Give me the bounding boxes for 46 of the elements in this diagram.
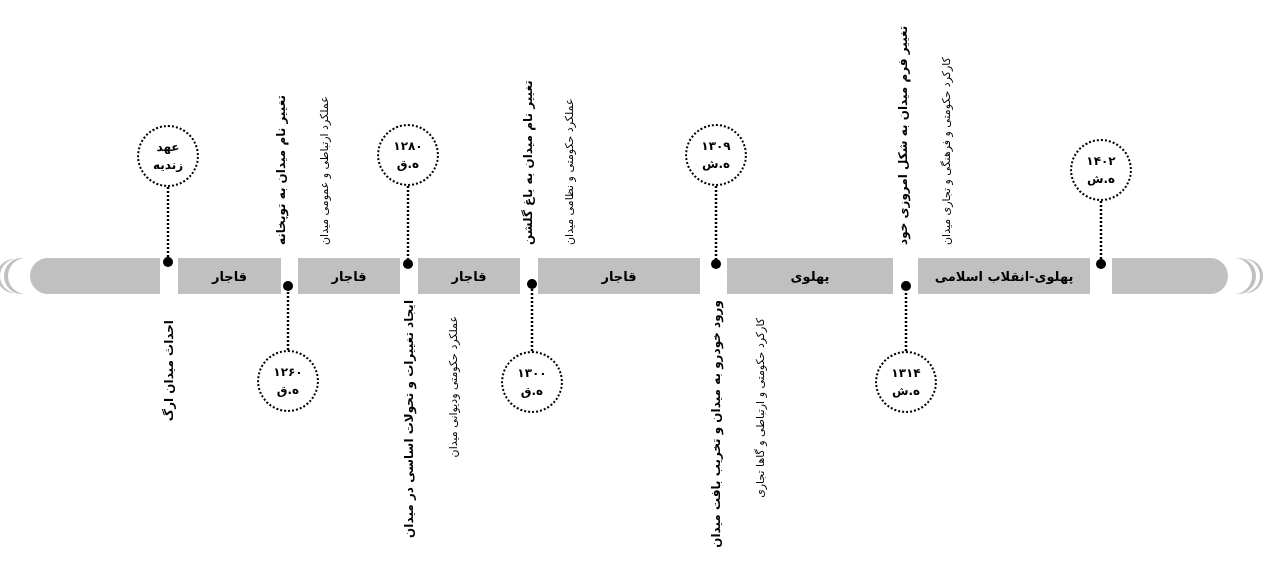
event-label: تغییر فرم میدان به شکل امروزی خود: [895, 25, 912, 245]
function-note: عملکرد حکومتی و نظامی میدان: [562, 98, 577, 245]
period-label: پهلوی: [790, 268, 830, 284]
date-label: ۱۳۱۴ ه.ش: [890, 365, 922, 400]
function-note: عملکرد حکومتی ودیوانی میدان: [446, 316, 461, 458]
period-label: قاجار: [601, 268, 637, 284]
dotted-connector: [166, 187, 170, 257]
timeline-dot: [163, 257, 173, 267]
timeline-dot: [527, 279, 537, 289]
period-label: قاجار: [331, 268, 367, 284]
function-note: کارکرد حکومتی و فرهنگی و تجاری میدان: [939, 57, 954, 245]
period-label: پهلوی-انقلاب اسلامی: [934, 268, 1074, 284]
timeline-dot: [901, 281, 911, 291]
event-label: تغییر نام میدان به باغ گلشن: [520, 80, 537, 245]
event-label: ورود خودرو به میدان و تخریب بافت میدان: [708, 300, 725, 548]
timeline-segment: [30, 258, 160, 294]
timeline-dot: [403, 259, 413, 269]
timeline-segment: [298, 258, 400, 294]
function-note: کارکرد حکومتی و ارتباطی و گاها تجاری: [753, 318, 768, 498]
date-label: ۱۳۰۹ ه.ش: [700, 138, 732, 173]
dotted-connector: [286, 291, 290, 350]
dotted-connector: [904, 291, 908, 351]
timeline-segment: [727, 258, 893, 294]
timeline-dot: [1096, 259, 1106, 269]
period-label: قاجار: [451, 268, 487, 284]
timeline-segment: [1112, 258, 1228, 294]
timeline-segment: [918, 258, 1090, 294]
date-label: ۱۴۰۲ ه.ش: [1085, 153, 1117, 188]
date-label: عهد زندیه: [151, 139, 185, 174]
period-label: قاجار: [211, 268, 248, 284]
event-label: تغییر نام میدان به توپخانه: [273, 95, 290, 245]
timeline-segment: [178, 258, 281, 294]
timeline-segment: [418, 258, 520, 294]
date-label: ۱۲۶۰ ه.ق: [272, 364, 304, 399]
timeline-dot: [283, 281, 293, 291]
dotted-connector: [406, 186, 410, 259]
function-note: عملکرد ارتباطی و عمومی میدان: [317, 96, 332, 245]
dotted-connector: [530, 289, 534, 351]
event-label: ایجاد تغییرات و تحولات اساسی در میدان: [401, 300, 418, 538]
timeline-segment: [538, 258, 700, 294]
event-label: احداث میدان ارگ: [161, 320, 177, 422]
dotted-connector: [714, 186, 718, 259]
dotted-connector: [1099, 201, 1103, 259]
date-label: ۱۳۰۰ ه.ق: [516, 365, 548, 400]
timeline-dot: [711, 259, 721, 269]
date-label: ۱۲۸۰ ه.ق: [392, 138, 424, 173]
